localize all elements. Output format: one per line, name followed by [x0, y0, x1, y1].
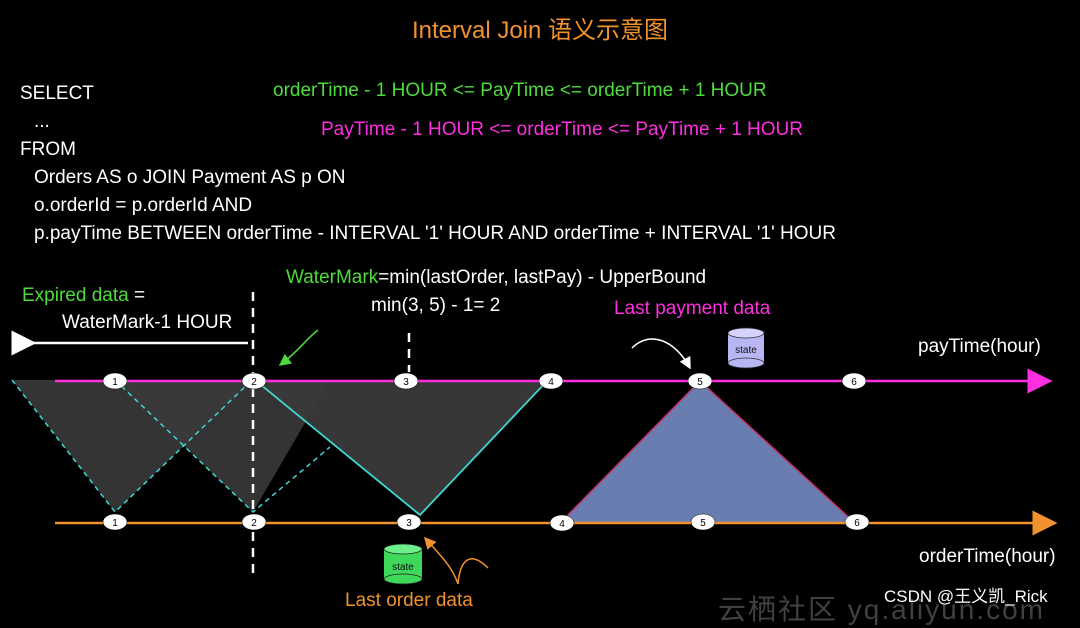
svg-text:4: 4	[559, 519, 565, 530]
sql-line-join: Orders AS o JOIN Payment AS p ON	[34, 167, 346, 188]
active-region-3	[255, 380, 548, 515]
pay-time-condition: PayTime - 1 HOUR <= orderTime <= PayTime…	[321, 119, 803, 140]
last-order-label: Last order data	[345, 590, 473, 611]
svg-text:5: 5	[697, 377, 703, 388]
sql-line-between: p.payTime BETWEEN orderTime - INTERVAL '…	[34, 223, 836, 244]
last-payment-label: Last payment data	[614, 298, 771, 319]
csdn-watermark: CSDN @王义凯_Rick	[884, 587, 1048, 606]
svg-text:4: 4	[548, 377, 554, 388]
pay-node-4: 4	[538, 372, 564, 390]
expired-data-eq: =	[128, 285, 146, 306]
sql-line-from: FROM	[20, 139, 76, 160]
watermark-pointer	[278, 329, 319, 366]
order-node-4: 4	[549, 514, 575, 532]
expired-data-word: Expired data	[22, 285, 129, 306]
pay-state-label: state	[735, 345, 757, 356]
svg-text:1: 1	[112, 518, 118, 529]
diagram-title: Interval Join 语义示意图	[411, 17, 669, 44]
pay-node-6: 6	[841, 372, 867, 390]
expired-region-2-edge	[114, 379, 331, 514]
interval-join-diagram: state state 1 2 3 4 5 6 1 2 3 4 5 6	[11, 292, 1058, 585]
order-time-axis-label: orderTime(hour)	[919, 546, 1056, 567]
pay-state-store: state	[727, 327, 765, 369]
pay-node-1: 1	[102, 372, 128, 390]
sql-line-ellipsis: ...	[34, 111, 50, 132]
last-order-pointer	[425, 538, 489, 585]
order-node-1: 1	[102, 513, 128, 531]
svg-text:6: 6	[851, 377, 857, 388]
expired-data-label: Expired data =	[22, 285, 145, 307]
watermark-formula: WaterMark=min(lastOrder, lastPay) - Uppe…	[286, 267, 706, 289]
order-state-store: state	[383, 543, 423, 585]
pay-node-2: 2	[241, 372, 267, 390]
order-node-6: 6	[844, 513, 870, 531]
active-region-3-edge	[254, 379, 549, 517]
watermark-word: WaterMark	[286, 267, 379, 288]
pay-time-axis-label: payTime(hour)	[918, 336, 1041, 357]
expired-region-2	[115, 380, 330, 512]
order-node-3: 3	[396, 513, 422, 531]
svg-text:3: 3	[403, 377, 409, 388]
pay-node-5: 5	[687, 372, 713, 390]
expired-region-1-edge	[11, 379, 253, 514]
svg-text:2: 2	[251, 518, 257, 529]
svg-text:2: 2	[251, 377, 257, 388]
order-state-label: state	[392, 562, 414, 573]
svg-text:1: 1	[112, 377, 118, 388]
order-node-5: 5	[690, 513, 716, 531]
order-time-condition: orderTime - 1 HOUR <= PayTime <= orderTi…	[273, 80, 767, 101]
last-payment-pointer	[631, 338, 691, 370]
sql-line-select: SELECT	[20, 83, 94, 104]
pay-node-3: 3	[393, 372, 419, 390]
watermark-expression: =min(lastOrder, lastPay) - UpperBound	[378, 267, 707, 288]
sql-line-orderid: o.orderId = p.orderId AND	[34, 195, 253, 216]
expired-data-formula: WaterMark-1 HOUR	[62, 312, 233, 333]
payment-5-range	[558, 379, 857, 524]
svg-text:3: 3	[406, 518, 412, 529]
svg-text:5: 5	[700, 518, 706, 529]
svg-text:6: 6	[854, 518, 860, 529]
watermark-calculation: min(3, 5) - 1= 2	[371, 295, 501, 316]
order-node-2: 2	[241, 513, 267, 531]
